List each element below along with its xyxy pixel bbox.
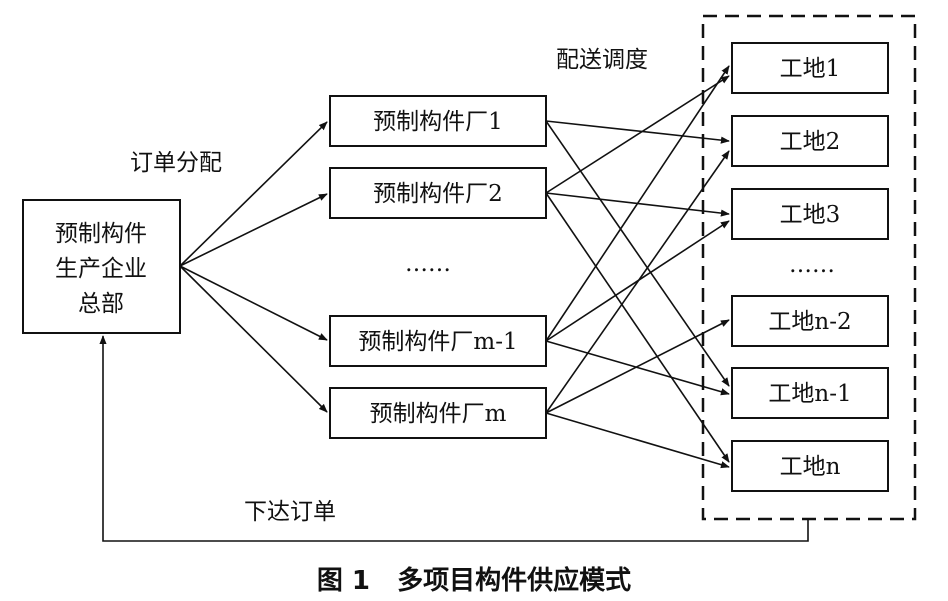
headquarters-line-3: 总部 <box>78 291 124 317</box>
sites-group-border <box>701 14 917 521</box>
factory-box-1 <box>329 95 547 147</box>
factory-label-m: 预制构件厂m <box>370 401 507 427</box>
label-order-allocation: 订单分配 <box>130 150 222 176</box>
site-label-n-2: 工地n-2 <box>768 309 851 335</box>
site-label-3: 工地3 <box>780 202 841 228</box>
site-ellipsis: …… <box>789 252 835 278</box>
arrow-factory-m-to-site-2 <box>545 150 730 414</box>
arrow-hq-to-factory-2 <box>179 193 328 267</box>
site-label-n: 工地n <box>780 454 841 480</box>
arrow-hq-to-factory-1 <box>179 121 328 267</box>
arrow-factory-1-to-site-2 <box>545 120 730 144</box>
label-delivery-dispatch: 配送调度 <box>556 47 648 73</box>
site-label-2: 工地2 <box>780 129 841 155</box>
site-box-n-1 <box>731 367 889 419</box>
site-box-1 <box>731 42 889 94</box>
label-place-order: 下达订单 <box>244 499 336 525</box>
factory-label-1: 预制构件厂1 <box>373 109 503 135</box>
factory-ellipsis: …… <box>405 251 451 277</box>
arrow-factory-m-1-to-site-n-1 <box>545 340 730 396</box>
arrow-factory-2-to-site-1 <box>545 75 730 194</box>
factory-box-2 <box>329 167 547 219</box>
site-label-1: 工地1 <box>780 56 841 82</box>
site-label-n-1: 工地n-1 <box>768 381 851 407</box>
headquarters-line-1: 预制构件 <box>55 221 147 247</box>
factory-label-m-1: 预制构件厂m-1 <box>358 329 517 355</box>
site-box-3 <box>731 188 889 240</box>
arrow-hq-to-factory-m <box>179 265 328 413</box>
arrow-factory-m-to-site-n <box>545 412 730 469</box>
arrow-factory-m-1-to-site-1 <box>545 65 730 342</box>
arrow-sites-to-hq-order <box>99 335 809 542</box>
site-box-2 <box>731 115 889 167</box>
arrow-factory-2-to-site-n <box>545 192 730 463</box>
arrow-factory-m-to-site-n-2 <box>545 319 730 414</box>
factory-label-2: 预制构件厂2 <box>373 181 503 207</box>
site-box-n <box>731 440 889 492</box>
headquarters-line-2: 生产企业 <box>55 256 147 282</box>
arrow-hq-to-factory-m-1 <box>179 265 328 341</box>
site-box-n-2 <box>731 295 889 347</box>
figure-caption: 图 1 多项目构件供应模式 <box>317 565 631 596</box>
arrow-factory-1-to-site-n-1 <box>545 120 730 387</box>
